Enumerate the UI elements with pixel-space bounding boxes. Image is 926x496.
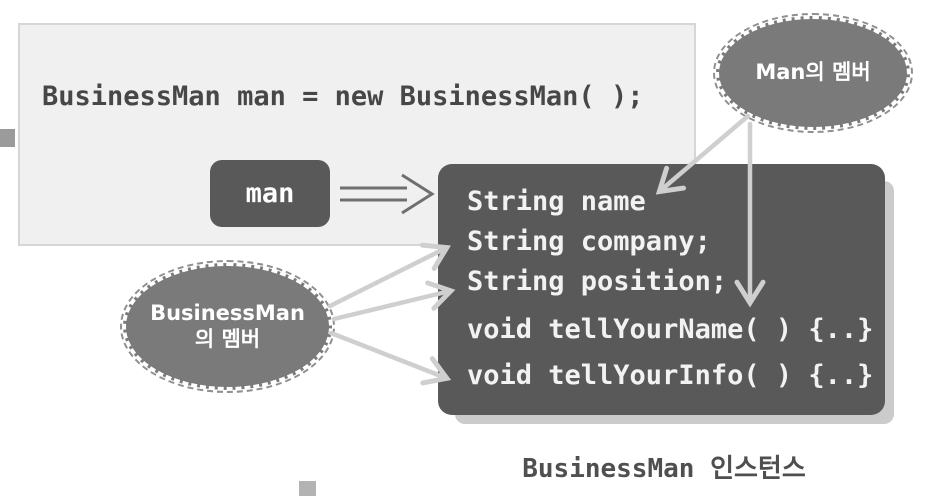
- instance-field: String position;: [467, 266, 728, 297]
- code-statement: BusinessMan man = new BusinessMan( );: [42, 81, 644, 112]
- page-artifact-bottom: [299, 481, 316, 496]
- man-variable-box: man: [210, 160, 330, 227]
- page-artifact-left: [0, 129, 15, 147]
- instance-method: void tellYourName( ) {..}: [467, 314, 874, 345]
- man-variable-label: man: [245, 178, 295, 209]
- arrow-position-field: [331, 280, 456, 322]
- callout-businessman-members-label-line2: 의 멤버: [194, 326, 261, 351]
- callout-businessman-members-label-line1: BusinessMan: [150, 301, 305, 326]
- instance-field: String name: [467, 186, 646, 217]
- callout-man-members-label: Man의 멤버: [755, 60, 871, 85]
- arrow-tellyourinfo-method: [328, 330, 452, 386]
- instance-field: String company;: [467, 226, 711, 257]
- callout-businessman-members: BusinessMan 의 멤버: [120, 260, 335, 393]
- arrow-company-field: [327, 242, 451, 309]
- instance-method: void tellYourInfo( ) {..}: [467, 360, 874, 391]
- callout-man-members: Man의 멤버: [713, 13, 913, 133]
- instance-box: String name String company; String posit…: [438, 164, 885, 415]
- instance-caption: BusinessMan 인스턴스: [522, 454, 806, 484]
